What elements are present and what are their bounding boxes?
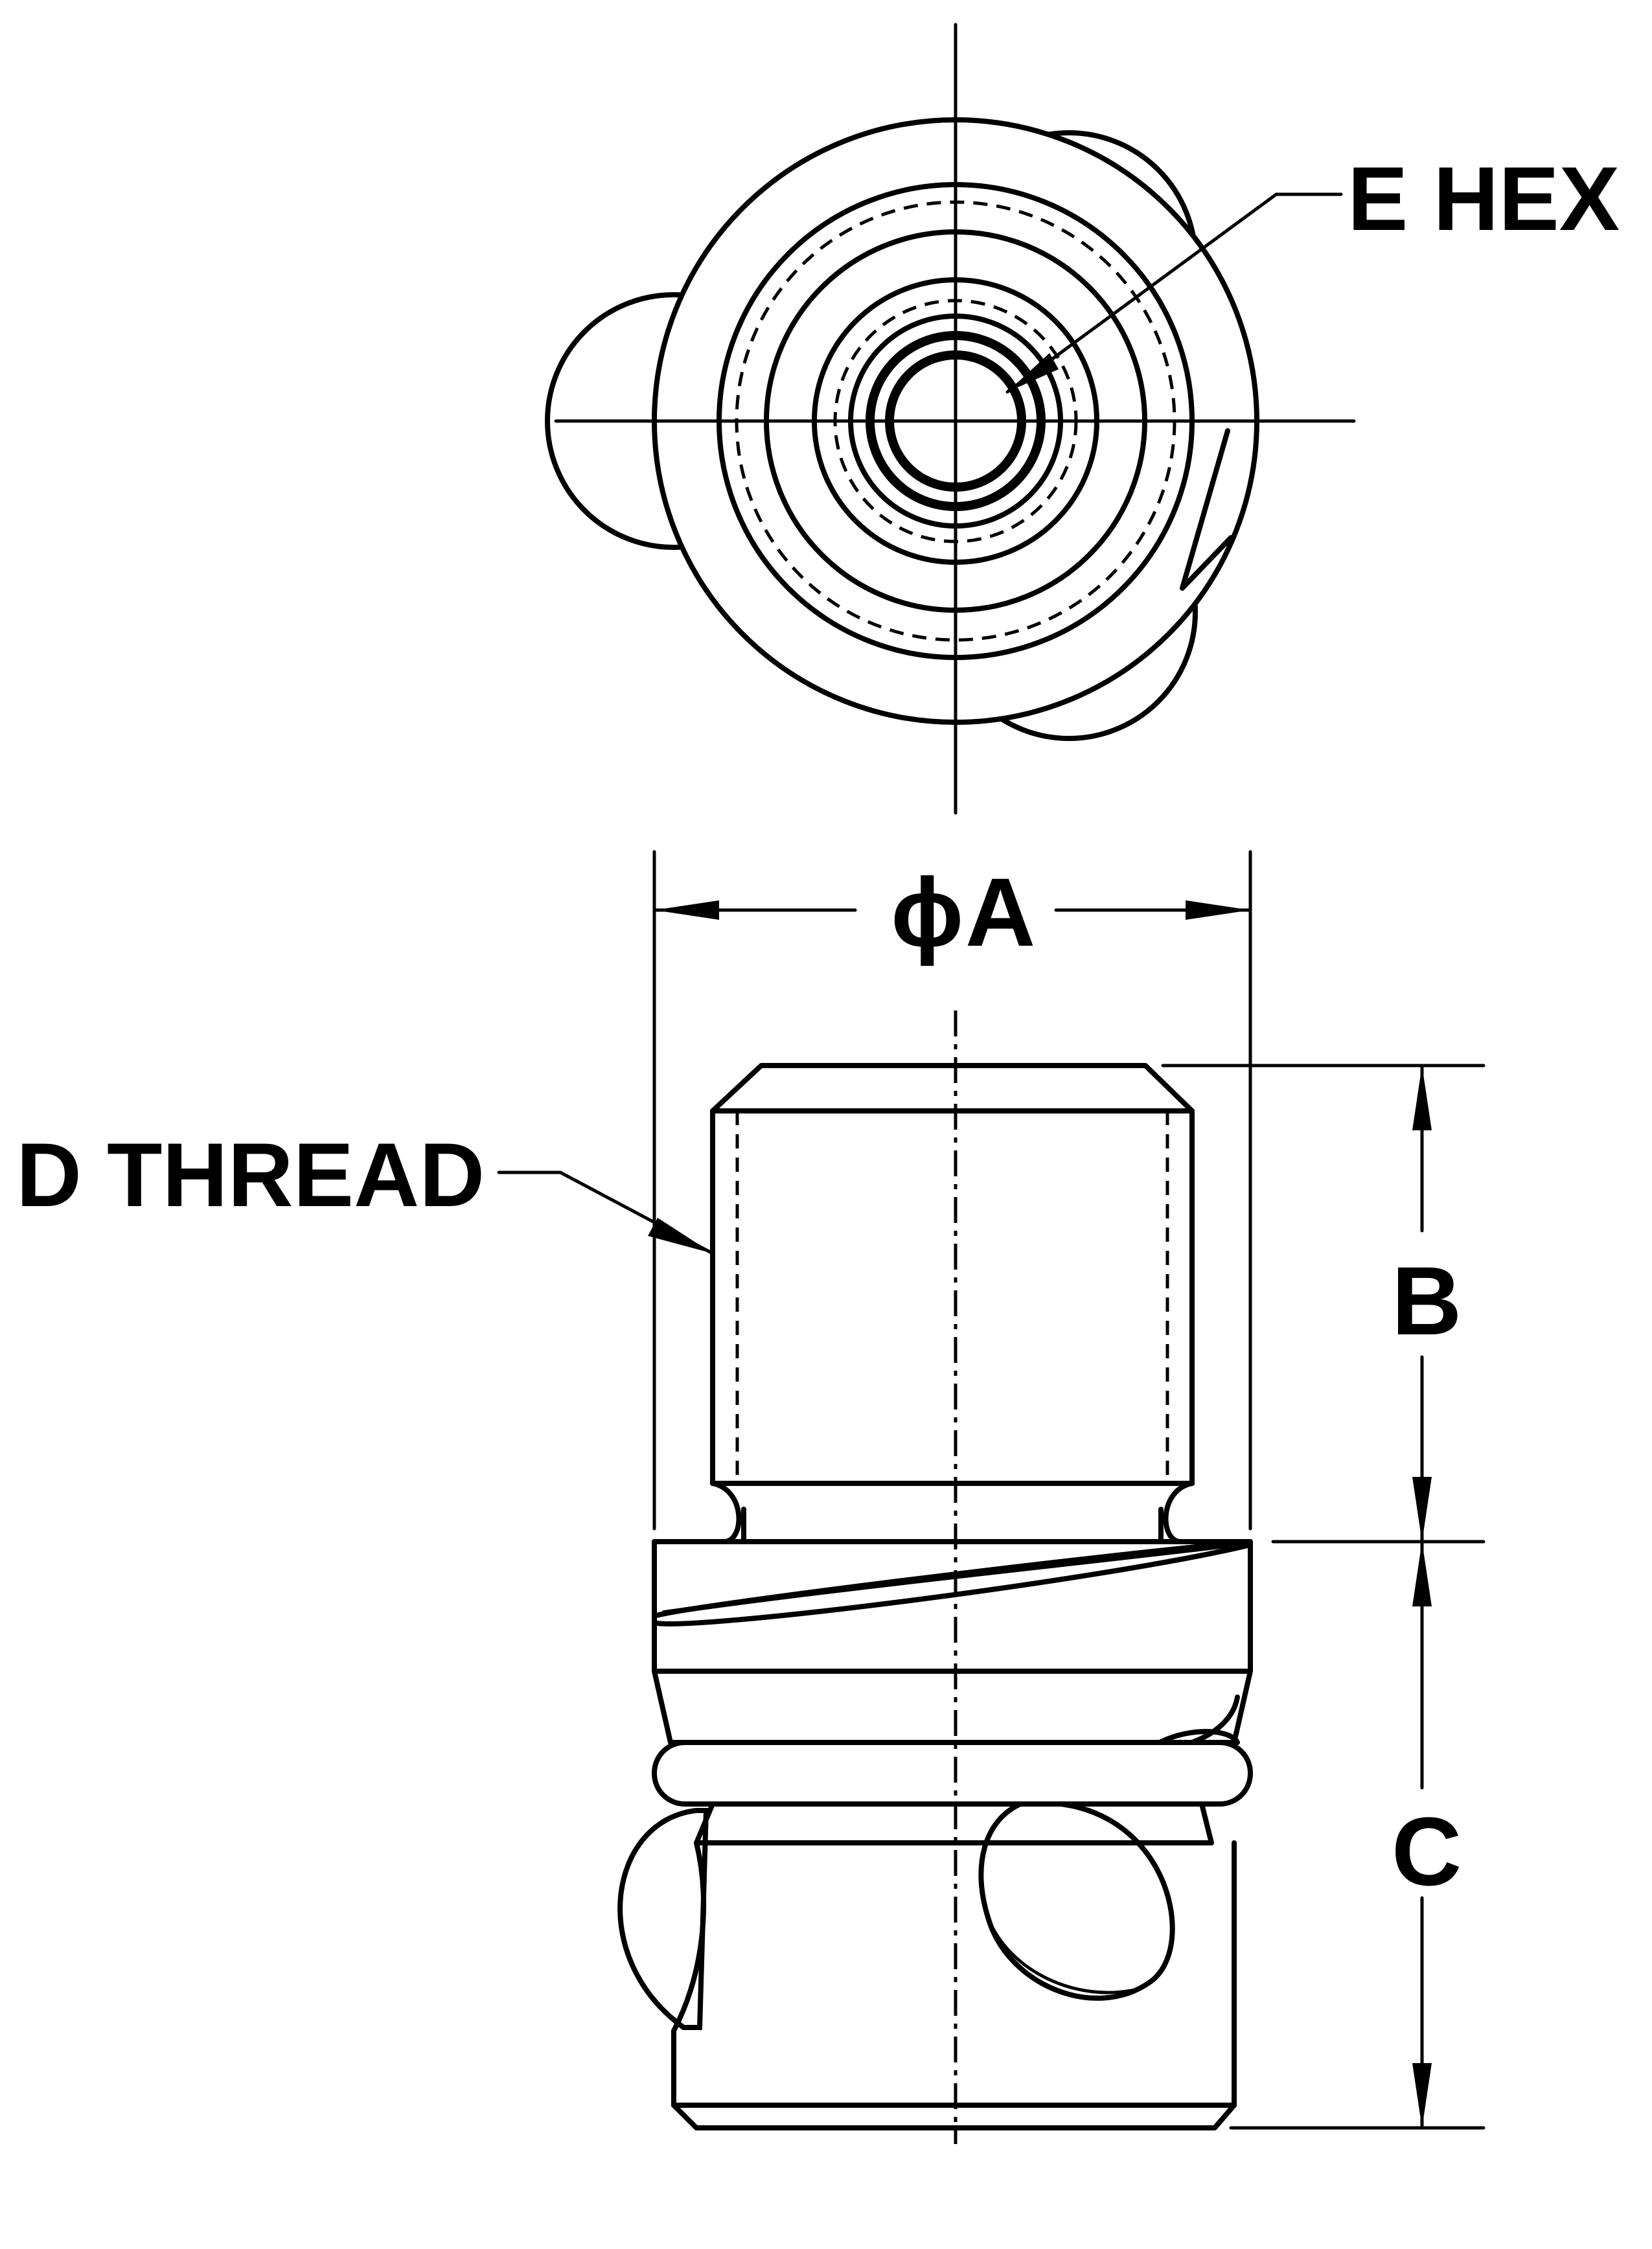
thread-callout: D THREAD <box>16 1124 715 1255</box>
dim-b-label: B <box>1392 1246 1462 1355</box>
dim-b-arrow-bottom <box>1412 1477 1432 1542</box>
threaded-stud-outline <box>710 1063 1195 1486</box>
body-flange <box>652 1539 1253 1674</box>
helix-band-lower-2 <box>661 1540 1250 1615</box>
undercut-right <box>1163 1481 1195 1544</box>
dim-c-arrow-bottom <box>1412 2063 1432 2128</box>
o-ring-detail <box>1157 1729 1240 1745</box>
dim-a-arrow-left <box>654 900 719 920</box>
dim-a-arrow-right <box>1186 900 1250 920</box>
hex-label: E HEX <box>1348 148 1620 249</box>
helix-band-lower <box>652 1542 1253 1627</box>
side-view <box>617 1010 1253 2144</box>
dimension-b: B <box>1161 1064 1486 1544</box>
dim-c-label: C <box>1392 1797 1462 1906</box>
end-view: E HEX <box>545 23 1620 815</box>
dim-a-label: A <box>965 858 1035 966</box>
dim-b-arrow-top <box>1412 1066 1432 1130</box>
undercut-left <box>710 1481 742 1544</box>
end-view-thread-cut <box>1180 428 1233 591</box>
lower-body-outline <box>671 1840 1237 2130</box>
thread-label: D THREAD <box>16 1124 485 1226</box>
hex-leader-line <box>1005 192 1343 394</box>
lower-body <box>694 1801 1214 1845</box>
dimension-c: C <box>1229 1540 1486 2130</box>
diameter-symbol: ϕ <box>891 858 963 966</box>
side-view-lobe-right <box>978 1800 1175 2001</box>
dimension-a: ϕ A <box>652 850 1252 1531</box>
dim-c-arrow-top <box>1412 1542 1432 1606</box>
side-view-lobe-right-inner <box>986 1915 1142 1994</box>
hex-leader-arrowhead <box>1007 353 1059 392</box>
tapered-band-right-edge <box>1189 1695 1240 1745</box>
side-view-lobe-left <box>617 1808 709 2030</box>
thread-leader-arrowhead <box>648 1218 713 1253</box>
o-ring <box>652 1740 1253 1807</box>
tapered-band <box>652 1669 1253 1745</box>
